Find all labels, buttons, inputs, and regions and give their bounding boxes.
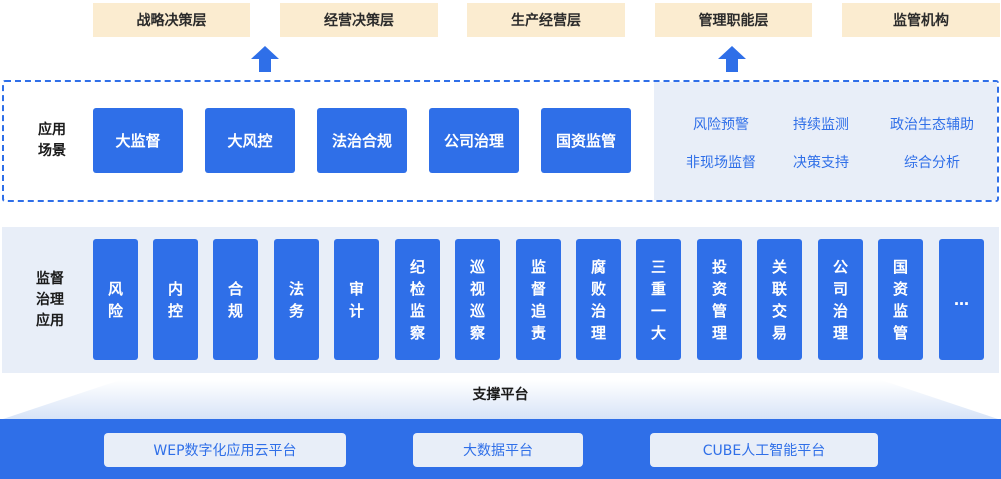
- supervision-item-compliance[interactable]: 合规: [213, 239, 258, 360]
- platform-trapezoid: [0, 380, 1001, 420]
- up-arrow-icon: [718, 46, 746, 72]
- supervision-item-discipline-inspection[interactable]: 纪检监察: [395, 239, 440, 360]
- supervision-label-text: 监督治理应用: [36, 271, 64, 329]
- scenario-button-corporate-governance[interactable]: 公司治理: [429, 108, 519, 173]
- feature-political-ecology-assist: 政治生态辅助: [890, 117, 974, 133]
- supervision-item-risk[interactable]: 风险: [93, 239, 138, 360]
- support-platform-title: 支撑平台: [472, 387, 529, 403]
- application-scenarios-panel: 应用场景 大监督 大风控 法治合规 公司治理 国资监管 风险预警 持续监测 政治…: [2, 80, 999, 202]
- scenario-button-big-supervision[interactable]: 大监督: [93, 108, 183, 173]
- supervision-item-audit[interactable]: 审计: [334, 239, 379, 360]
- scenarios-label: 应用场景: [24, 120, 80, 162]
- supervision-item-anti-corruption[interactable]: 腐败治理: [576, 239, 621, 360]
- platform-wep-cloud[interactable]: WEP数字化应用云平台: [104, 433, 346, 467]
- supervision-item-corporate-governance[interactable]: 公司治理: [818, 239, 863, 360]
- scenario-features-area: [654, 82, 997, 200]
- supervision-item-state-asset-regulation[interactable]: 国资监管: [878, 239, 923, 360]
- feature-off-site-supervision: 非现场监督: [686, 155, 756, 171]
- scenario-button-big-risk-control[interactable]: 大风控: [205, 108, 295, 173]
- supervision-item-internal-control[interactable]: 内控: [153, 239, 198, 360]
- tier-regulator: 监管机构: [842, 3, 1000, 37]
- supervision-item-accountability[interactable]: 监督追责: [516, 239, 561, 360]
- supervision-item-related-transactions[interactable]: 关联交易: [757, 239, 802, 360]
- tier-strategic-decision: 战略决策层: [93, 3, 250, 37]
- platform-big-data[interactable]: 大数据平台: [413, 433, 583, 467]
- supervision-label: 监督治理应用: [22, 269, 78, 332]
- supervision-item-more[interactable]: …: [939, 239, 984, 360]
- feature-comprehensive-analysis: 综合分析: [904, 155, 960, 171]
- supervision-item-inspection-tour[interactable]: 巡视巡察: [455, 239, 500, 360]
- supervision-item-legal[interactable]: 法务: [274, 239, 319, 360]
- scenario-button-state-asset-regulation[interactable]: 国资监管: [541, 108, 631, 173]
- scenarios-label-text: 应用场景: [38, 122, 66, 159]
- supervision-item-investment-management[interactable]: 投资管理: [697, 239, 742, 360]
- tier-production-operation: 生产经营层: [467, 3, 625, 37]
- supervision-governance-panel: 监督治理应用 风险 内控 合规 法务 审计 纪检监察 巡视巡察 监督追责 腐败治…: [2, 227, 999, 373]
- support-platform-bar: WEP数字化应用云平台 大数据平台 CUBE人工智能平台: [0, 419, 1001, 479]
- supervision-item-three-important-one-large[interactable]: 三重一大: [636, 239, 681, 360]
- tier-business-decision: 经营决策层: [280, 3, 438, 37]
- feature-decision-support: 决策支持: [793, 155, 849, 171]
- platform-cube-ai[interactable]: CUBE人工智能平台: [650, 433, 878, 467]
- scenario-button-rule-of-law-compliance[interactable]: 法治合规: [317, 108, 407, 173]
- tier-management-function: 管理职能层: [655, 3, 812, 37]
- feature-risk-warning: 风险预警: [693, 117, 749, 133]
- up-arrow-icon: [251, 46, 279, 72]
- feature-continuous-monitoring: 持续监测: [793, 117, 849, 133]
